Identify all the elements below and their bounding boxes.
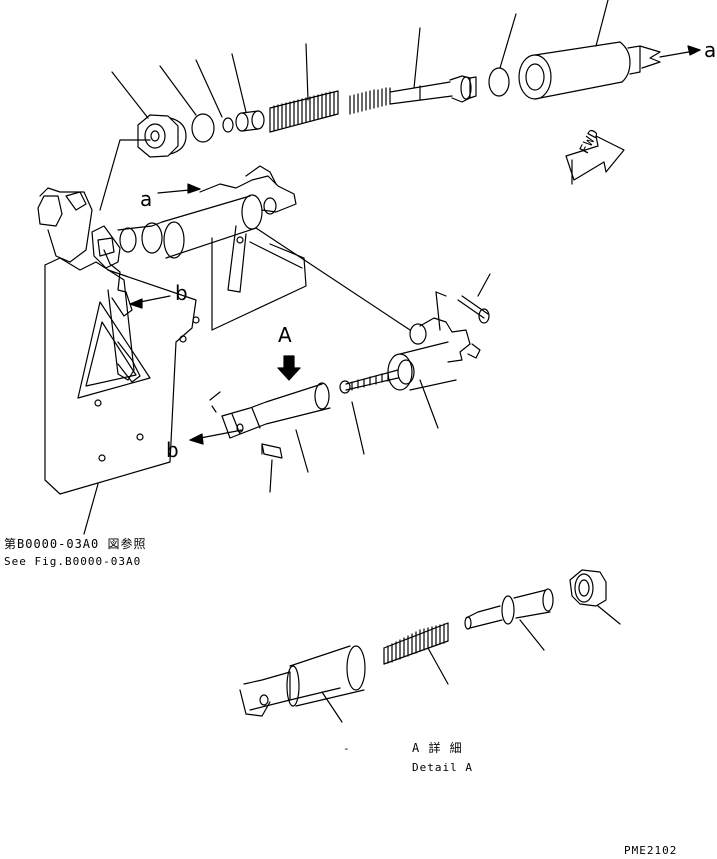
callout-a-top: a bbox=[704, 38, 717, 62]
arrow-a-top bbox=[659, 45, 701, 58]
leader-lines-top bbox=[111, 0, 609, 119]
detail-dash: - bbox=[343, 742, 351, 755]
o-ring-large bbox=[488, 67, 510, 97]
plunger-shaft bbox=[389, 75, 477, 105]
reference-japanese: 第B0000-03A0 図参照 bbox=[4, 537, 147, 551]
reference-english: See Fig.B0000-03A0 bbox=[4, 555, 142, 568]
detail-a-parts bbox=[239, 569, 607, 717]
collar-part bbox=[235, 110, 265, 132]
callout-b-upper: b bbox=[175, 281, 188, 305]
washer-small bbox=[222, 117, 234, 133]
lower-rod-end bbox=[209, 382, 331, 459]
spring-large bbox=[269, 90, 339, 133]
arrow-a-left bbox=[157, 183, 201, 194]
o-ring-small bbox=[191, 113, 215, 143]
fwd-arrow-icon bbox=[565, 135, 625, 185]
drawing-code: PME2102 bbox=[624, 844, 678, 857]
callout-b-lower: b bbox=[166, 438, 179, 462]
leader-lines-middle bbox=[83, 273, 491, 535]
detail-japanese: A 詳 細 bbox=[412, 741, 463, 755]
detail-english: Detail A bbox=[412, 761, 473, 774]
lower-cylinder-assembly bbox=[339, 291, 490, 394]
leader-lines-detail bbox=[321, 605, 621, 723]
arrow-b-lower bbox=[189, 429, 243, 445]
arrow-b-upper bbox=[129, 295, 171, 309]
callout-view-a: A bbox=[278, 323, 292, 347]
spring-medium bbox=[349, 87, 391, 115]
cylinder-part bbox=[518, 41, 661, 100]
callout-a-left: a bbox=[140, 187, 153, 211]
bracket-assembly bbox=[37, 139, 411, 495]
nut-part bbox=[137, 114, 187, 158]
view-a-arrow bbox=[277, 355, 301, 381]
